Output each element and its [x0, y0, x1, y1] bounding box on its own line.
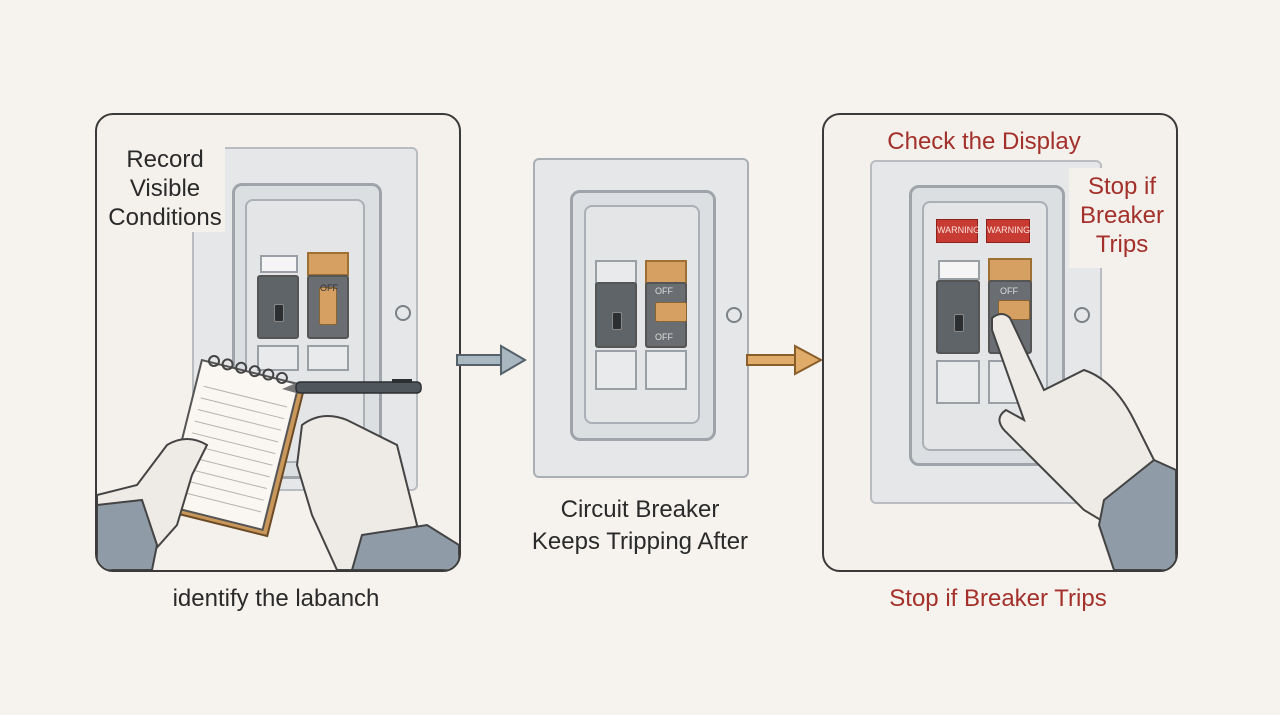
breaker-label-slot-orange: [645, 260, 687, 286]
stop-label-line1: Stop if: [1087, 173, 1157, 200]
switch-off-text: OFF: [1000, 286, 1018, 296]
breaker-empty-slot: [645, 350, 687, 390]
step2-caption-line2: Keeps Tripping After: [531, 528, 749, 555]
arrow-right-icon: [456, 344, 527, 376]
pen-icon: [282, 379, 422, 394]
stop-label-line2: Breaker: [1079, 202, 1165, 229]
breaker-empty-slot: [257, 345, 299, 371]
step1-caption: identify the labanch: [172, 585, 380, 612]
warning-label-left: WARNING: [936, 219, 980, 243]
screw-icon: [726, 307, 742, 323]
switch-off-text: OFF: [320, 283, 338, 293]
breaker-empty-slot: [307, 345, 349, 371]
switch-off-text-top: OFF: [655, 286, 673, 296]
screw-icon: [395, 305, 411, 321]
switch-off-text-bottom: OFF: [655, 332, 673, 342]
notepad-icon: [164, 355, 305, 538]
breaker-label-slot-orange: [988, 258, 1032, 282]
breaker-right-center: OFF OFF: [645, 282, 687, 348]
warning-label-right: WARNING: [986, 219, 1030, 243]
check-display-title: Check the Display: [874, 127, 1094, 156]
breaker-empty-slot: [595, 350, 637, 390]
breaker-label-slot: [260, 255, 298, 273]
hand-icon: [991, 313, 1176, 570]
arrow-right-icon: [746, 344, 824, 376]
breaker-label-slot-orange: [307, 252, 349, 276]
step3-caption: Stop if Breaker Trips: [889, 585, 1107, 612]
breaker-left-right: [936, 280, 980, 354]
breaker-label-slot: [938, 260, 980, 280]
breaker-right-tripped: OFF: [307, 275, 349, 339]
stop-label-box: Stop if Breaker Trips: [1069, 168, 1176, 268]
breaker-empty-slot: [936, 360, 980, 404]
step3-panel: WARNING WARNING OFF Check the Display St…: [822, 113, 1178, 572]
stop-label-line3: Trips: [1095, 231, 1149, 258]
step1-panel: OFF Rec: [95, 113, 461, 572]
screw-icon: [1074, 307, 1090, 323]
breaker-left: [257, 275, 299, 339]
step2-caption-line1: Circuit Breaker: [560, 496, 720, 523]
breaker-left-center: [595, 282, 637, 348]
hand-icon: [97, 415, 459, 570]
record-conditions-label: Record Visible Conditions: [105, 145, 225, 232]
